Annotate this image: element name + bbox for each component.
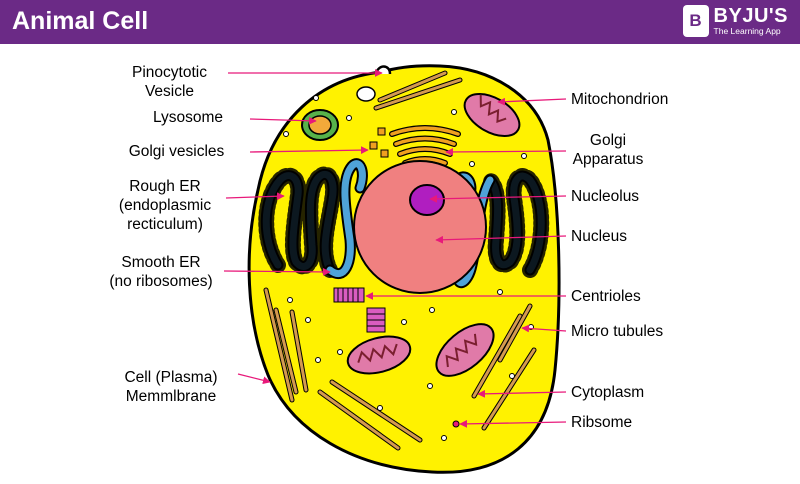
brand-mark-icon: B [682, 5, 709, 37]
label-pinocytotic-vesicle: Pinocytotic Vesicle [112, 63, 227, 101]
rough-er-left [258, 166, 341, 278]
smooth-er-left [324, 158, 368, 279]
golgi-vesicles-shape [369, 127, 389, 158]
label-line: Ribsome [571, 414, 633, 431]
brand-logo[interactable]: B BYJU'S The Learning App [682, 4, 788, 37]
ribosome-dots [283, 95, 534, 441]
header-bar: Animal Cell B BYJU'S The Learning App [0, 0, 800, 44]
label-pointers [223, 69, 567, 428]
label-nucleus: Nucleus [571, 227, 627, 246]
label-line: Vesicle [144, 83, 195, 100]
label-line: Cell (Plasma) [124, 369, 218, 386]
mitochondrion-top [463, 92, 521, 138]
label-line: Memmlbrane [125, 388, 217, 405]
label-line: (no ribosomes) [109, 273, 213, 290]
label-centrioles: Centrioles [571, 287, 641, 306]
page-title: Animal Cell [12, 7, 149, 35]
label-line: (endoplasmic [118, 197, 212, 214]
label-line: Pinocytotic [132, 64, 207, 81]
microtubules [263, 70, 537, 451]
brand-tagline: The Learning App [713, 25, 781, 36]
label-cell-membrane: Cell (Plasma) Memmlbrane [104, 368, 238, 406]
label-line: Centrioles [571, 288, 641, 305]
label-line: Rough ER [129, 178, 201, 195]
label-line: Nucleus [571, 228, 627, 245]
label-ribsome: Ribsome [571, 413, 632, 432]
label-line: Micro tubules [571, 323, 664, 340]
label-rough-er: Rough ER (endoplasmic recticulum) [105, 177, 225, 234]
mitochondrion-right [435, 323, 495, 377]
label-lysosome: Lysosome [126, 108, 250, 127]
label-line: Cytoplasm [571, 384, 645, 401]
mitochondrion-left [346, 335, 412, 375]
label-smooth-er: Smooth ER (no ribosomes) [98, 253, 224, 291]
label-line: Mitochondrion [571, 91, 669, 108]
label-golgi-apparatus: Golgi Apparatus [566, 131, 650, 169]
vesicle-shape [356, 86, 376, 102]
label-line: Golgi vesicles [128, 143, 225, 160]
label-line: Apparatus [572, 151, 644, 168]
label-nucleolus: Nucleolus [571, 187, 639, 206]
label-micro-tubules: Micro tubules [571, 322, 663, 341]
label-line: Smooth ER [121, 254, 201, 271]
label-golgi-vesicles: Golgi vesicles [103, 142, 250, 161]
label-cytoplasm: Cytoplasm [571, 383, 644, 402]
nucleolus-shape [409, 184, 445, 216]
nucleus-shape [353, 160, 487, 294]
centrioles-shape [333, 287, 386, 333]
ribosome-marked [452, 420, 460, 428]
label-line: recticulum) [127, 216, 203, 233]
rough-er-right [482, 168, 550, 278]
label-line: Lysosome [152, 109, 224, 126]
lysosome-core [308, 115, 332, 135]
label-line: Nucleolus [571, 188, 640, 205]
label-mitochondrion: Mitochondrion [571, 90, 668, 109]
brand-name: BYJU'S [713, 4, 788, 27]
label-line: Golgi [589, 132, 627, 149]
